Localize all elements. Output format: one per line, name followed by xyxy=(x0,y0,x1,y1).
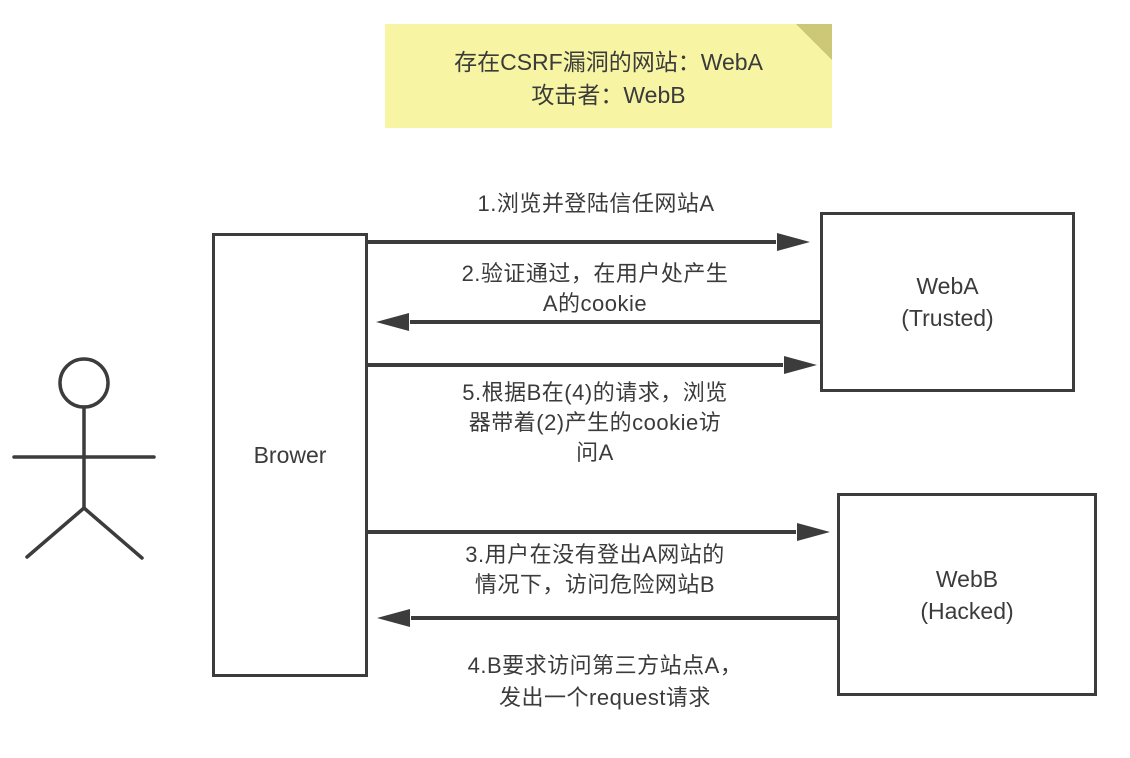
browser-box: Brower xyxy=(212,233,368,677)
msg4-label: 4.B要求访问第三方站点A， 发出一个request请求 xyxy=(467,653,743,710)
user-stick-figure-icon xyxy=(12,357,156,560)
msg5-label: 5.根据B在(4)的请求，浏览 器带着(2)产生的cookie访 问A xyxy=(462,380,728,465)
arrowhead-right-icon xyxy=(797,523,830,541)
webb-name: WebB xyxy=(935,565,999,592)
arrow-msg5 xyxy=(368,356,817,374)
sticky-note: 存在CSRF漏洞的网站：WebA 攻击者：WebB xyxy=(385,24,832,128)
note-line-2: 攻击者：WebB xyxy=(531,82,686,108)
arrowhead-right-icon xyxy=(784,356,817,374)
arrow-msg3 xyxy=(368,523,830,541)
arrowhead-right-icon xyxy=(777,233,810,251)
webb-subtitle: (Hacked) xyxy=(920,597,1014,624)
weba-box: WebA (Trusted) xyxy=(820,212,1075,392)
note-line-1: 存在CSRF漏洞的网站：WebA xyxy=(454,49,763,75)
arrowhead-left-icon xyxy=(377,609,410,627)
weba-name: WebA xyxy=(916,273,979,299)
folded-corner-icon xyxy=(796,24,832,60)
arrowhead-left-icon xyxy=(376,313,409,331)
weba-subtitle: (Trusted) xyxy=(901,305,994,331)
msg3-label: 3.用户在没有登出A网站的 情况下，访问危险网站B xyxy=(465,542,725,597)
browser-label: Brower xyxy=(253,442,327,468)
arrow-msg2 xyxy=(376,313,820,331)
webb-box: WebB (Hacked) xyxy=(837,493,1097,696)
arrow-msg4 xyxy=(377,609,837,627)
msg2-label: 2.验证通过，在用户处产生 A的cookie xyxy=(461,261,729,316)
msg1-label: 1.浏览并登陆信任网站A xyxy=(477,191,715,216)
arrow-msg1 xyxy=(368,233,810,251)
